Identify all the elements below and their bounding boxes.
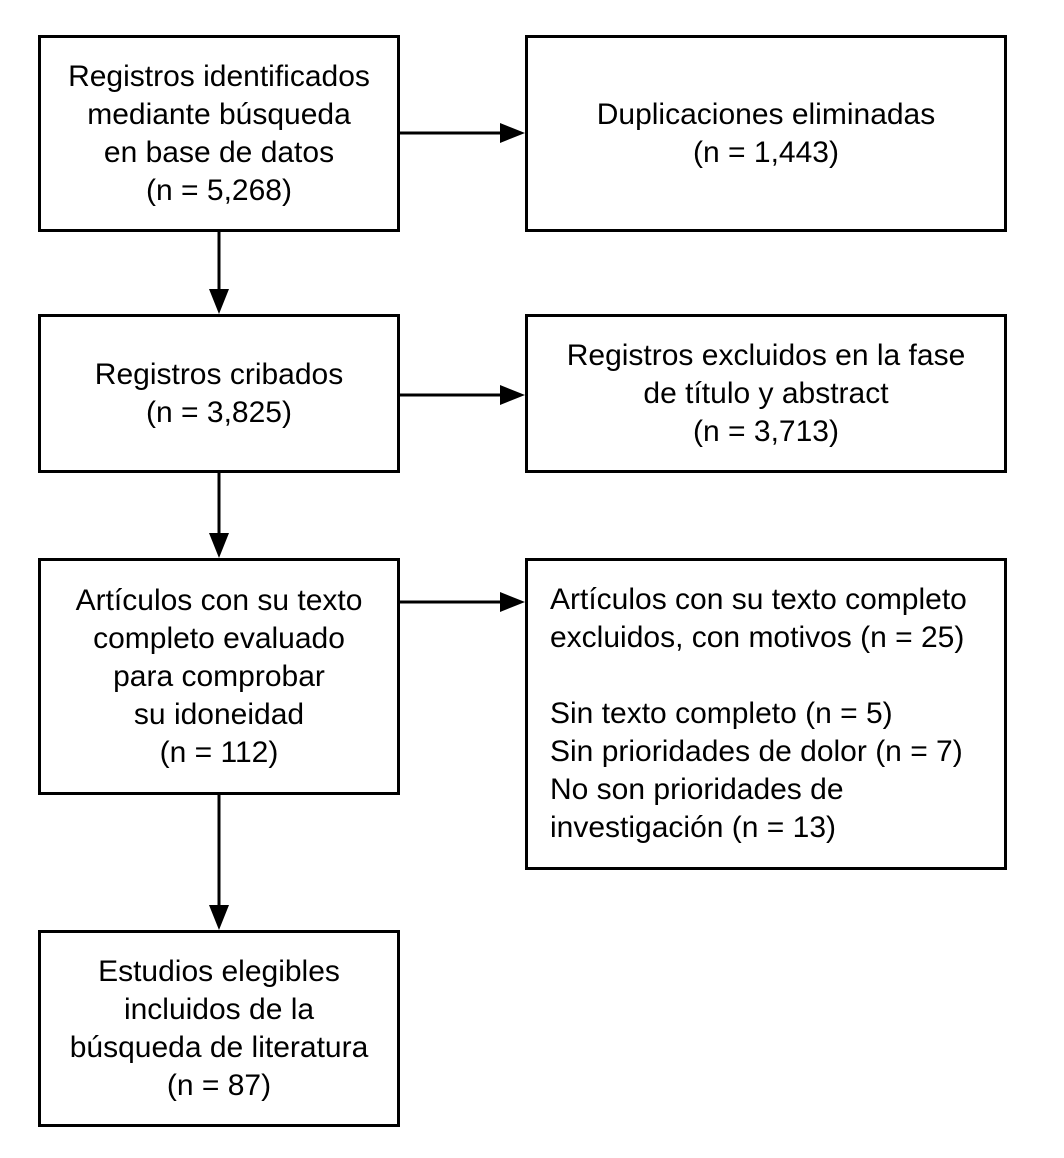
arrow-identified-to-screened	[209, 232, 229, 314]
box-duplicaciones-eliminadas-text: Duplicaciones eliminadas (n = 1,443)	[596, 97, 936, 169]
arrow-screened-to-excluded	[400, 385, 525, 405]
box-estudios-elegibles-incluidos-text: Estudios elegibles incluidos de la búsqu…	[69, 954, 369, 1102]
box-articulos-texto-completo-evaluado-text: Artículos con su texto completo evaluado…	[75, 583, 363, 769]
arrow-fulltext-to-included	[209, 795, 229, 930]
box-registros-cribados: Registros cribados (n = 3,825)	[38, 314, 400, 473]
box-registros-cribados-text: Registros cribados (n = 3,825)	[94, 357, 344, 429]
box-duplicaciones-eliminadas: Duplicaciones eliminadas (n = 1,443)	[525, 35, 1007, 232]
box-registros-excluidos-titulo-abstract: Registros excluidos en la fase de título…	[525, 314, 1007, 473]
box-registros-excluidos-titulo-abstract-text: Registros excluidos en la fase de título…	[566, 338, 966, 448]
box-estudios-elegibles-incluidos: Estudios elegibles incluidos de la búsqu…	[38, 930, 400, 1127]
arrow-fulltext-to-excluded	[400, 592, 525, 612]
box-registros-identificados-text: Registros identificados mediante búsqued…	[68, 59, 370, 207]
box-registros-identificados: Registros identificados mediante búsqued…	[38, 35, 400, 232]
arrow-identified-to-duplicates	[400, 123, 525, 143]
box-articulos-texto-completo-excluidos-text: Artículos con su texto completo excluido…	[550, 583, 967, 844]
box-articulos-texto-completo-evaluado: Artículos con su texto completo evaluado…	[38, 558, 400, 795]
box-articulos-texto-completo-excluidos: Artículos con su texto completo excluido…	[525, 558, 1007, 870]
arrow-screened-to-fulltext	[209, 473, 229, 558]
